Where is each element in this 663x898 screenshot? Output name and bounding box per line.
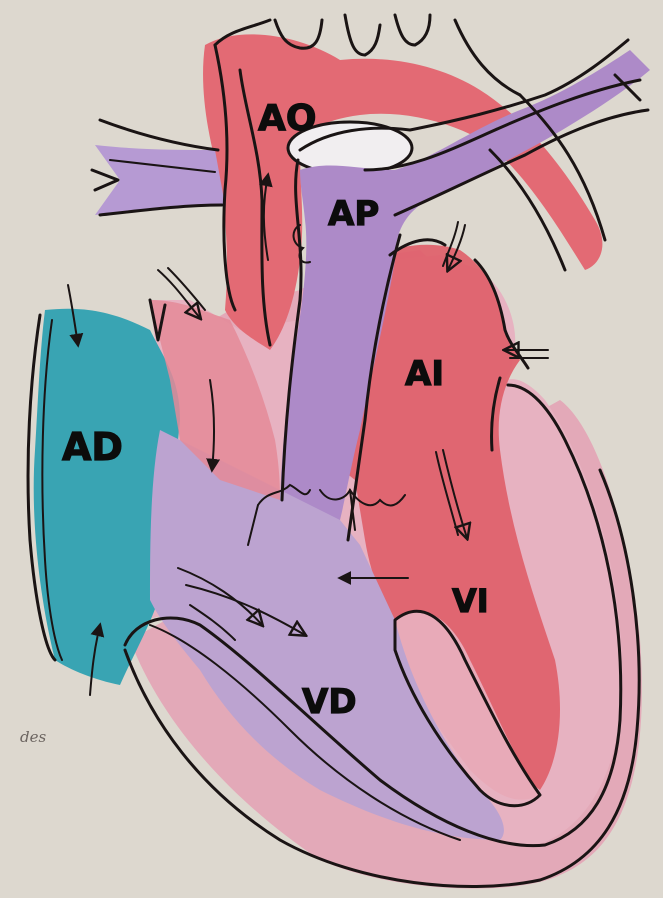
label-ai: AI (405, 354, 444, 394)
label-vd: VD (302, 682, 357, 722)
margin-note-fragment: des (20, 728, 46, 746)
label-ao: AO (258, 98, 316, 139)
label-ad: AD (62, 425, 123, 469)
label-vi: VI (452, 582, 489, 620)
label-ap: AP (328, 194, 379, 234)
